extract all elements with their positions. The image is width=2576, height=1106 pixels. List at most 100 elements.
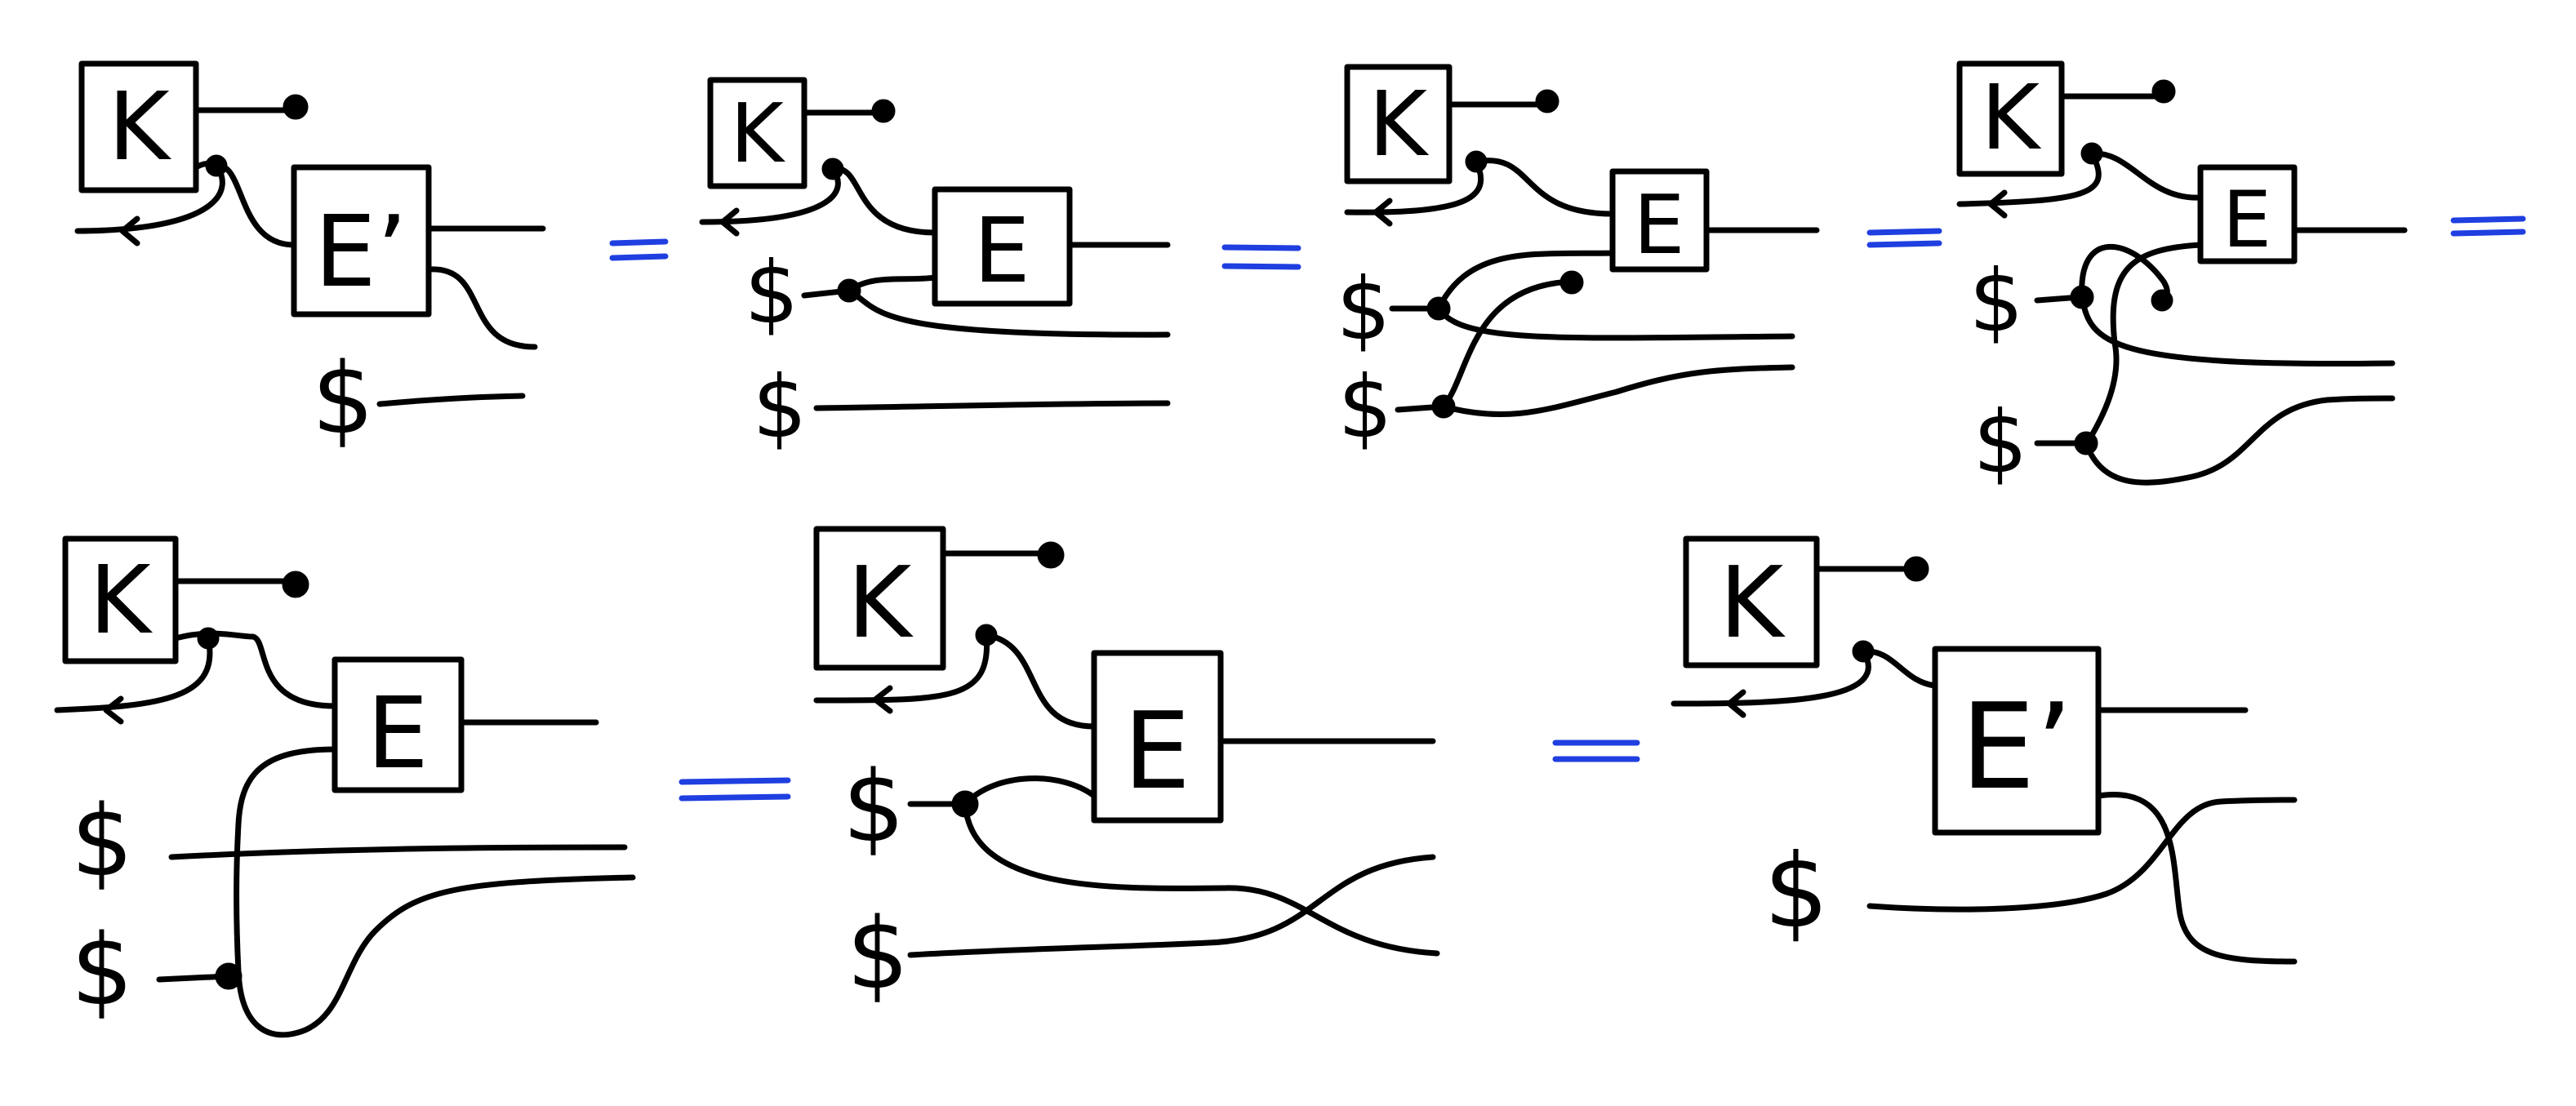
equals-bar-top (1221, 244, 1301, 251)
randomness-to-enc-wire (846, 274, 938, 294)
crossing-wire (962, 801, 1440, 957)
equals-sign-1 (609, 238, 669, 261)
randomness-copy-wire (2079, 294, 2396, 367)
key-to-enc-wire (1860, 648, 1938, 689)
randomness-wire (168, 844, 628, 860)
diagram-1: K E’ $ (74, 60, 546, 456)
returned-key-wire (1344, 158, 1484, 215)
dollar-sign: $ (1338, 358, 1393, 457)
equals-bar-bottom (678, 793, 791, 802)
crossing-wire (2083, 242, 2204, 448)
equals-sign-5 (678, 777, 791, 802)
randomness-to-enc-wire (962, 775, 1097, 807)
equals-bar-bottom (609, 253, 669, 261)
discard-dot (283, 94, 309, 120)
key-to-enc-wire (983, 632, 1097, 730)
dollar-sign: $ (71, 785, 133, 899)
encrypt-box (2197, 164, 2298, 264)
randomness-wire (376, 393, 526, 407)
key-to-enc-wire (830, 166, 938, 236)
encrypt-box-label: E (1633, 177, 1684, 273)
key-box-label: K (730, 86, 785, 181)
discard-dot (2151, 79, 2176, 104)
loop-wire (234, 746, 636, 1038)
diagram-2: K E $ $ (699, 77, 1171, 457)
dollar-sign: $ (1764, 833, 1829, 951)
dollar-sign: $ (312, 343, 374, 456)
equals-bar-top (2450, 215, 2526, 224)
discard-dot (282, 571, 309, 598)
key-box (62, 535, 179, 664)
equals-bar-bottom (1221, 263, 1301, 270)
encrypt-box-label: E’ (1960, 678, 2073, 816)
dollar-sign: $ (745, 243, 799, 343)
encrypt-box-label: E’ (314, 196, 407, 309)
returned-key-wire (1956, 150, 2102, 207)
key-box (78, 60, 199, 193)
encrypt-box (1091, 650, 1224, 824)
equals-bar-top (609, 238, 669, 247)
key-to-enc-wire (2089, 150, 2204, 201)
randomness-copy-wire (1440, 364, 1795, 418)
equals-sign-6 (1552, 740, 1640, 762)
key-box-label: K (1981, 65, 2042, 170)
returned-key-wire (699, 166, 841, 225)
returned-key-wire (54, 635, 213, 713)
equals-bar-top (678, 777, 791, 785)
dollar-sign: $ (843, 751, 905, 864)
key-box-label: K (108, 73, 171, 182)
dollar-sign: $ (1973, 393, 2028, 492)
encrypt-box (1609, 168, 1710, 273)
encrypt-box-label: E (973, 198, 1030, 303)
arrow-left-icon (872, 685, 893, 714)
randomness-copy-wire (846, 287, 1171, 338)
arrow-left-icon (103, 695, 124, 725)
randomness-copy-wire (2083, 395, 2396, 486)
encrypt-box-label: E (367, 677, 429, 791)
encrypt-box (1932, 646, 2102, 836)
key-box-label: K (1368, 72, 1430, 176)
arrow-left-icon (119, 215, 140, 247)
diagram-4: K E $ $ (1956, 60, 2408, 492)
key-box (1956, 60, 2065, 177)
randomness-to-enc-wire (1435, 250, 1616, 312)
dollar-sign: $ (1337, 260, 1391, 359)
discard-dot (1535, 89, 1559, 113)
crossing-wire (1866, 797, 2298, 913)
discard-dot (2151, 289, 2173, 312)
equals-sign-2 (1221, 244, 1301, 270)
returned-key-wire (813, 632, 990, 704)
crossing-wire (907, 854, 1436, 958)
encrypt-box-label: E (1123, 689, 1190, 813)
discard-dot (871, 99, 896, 123)
key-box-label: K (89, 546, 153, 655)
dollar-sign: $ (1969, 251, 2024, 351)
diagram-5: K E $ $ (54, 535, 636, 1038)
key-box-label: K (1720, 547, 1786, 660)
key-to-enc-wire (1473, 158, 1616, 217)
arrow-left-icon (1726, 689, 1746, 718)
arrow-left-icon (1987, 189, 2008, 219)
diagram-7: K E’ $ (1671, 535, 2298, 965)
discard-dot (1903, 556, 1929, 582)
randomness-wire (813, 400, 1171, 411)
returned-key-wire (1671, 648, 1871, 707)
equals-bar-bottom (1866, 240, 1942, 248)
arrow-left-icon (1373, 198, 1393, 227)
key-to-enc-wire (213, 162, 297, 248)
equals-sign-3 (1866, 228, 1942, 248)
dollar-sign: $ (753, 358, 808, 457)
crossing-wire (1440, 278, 1575, 410)
equals-bar-top (1866, 228, 1942, 236)
dollar-sign: $ (71, 914, 133, 1028)
key-box (1344, 64, 1453, 184)
diagram-6: K E $ $ (813, 526, 1440, 1011)
discard-dot (1037, 541, 1065, 569)
equals-bar-bottom (2450, 229, 2526, 237)
randomness-out-wire (425, 266, 538, 350)
encrypt-box (291, 164, 432, 318)
key-to-enc-wire (172, 630, 338, 709)
dollar-sign: $ (847, 898, 909, 1011)
